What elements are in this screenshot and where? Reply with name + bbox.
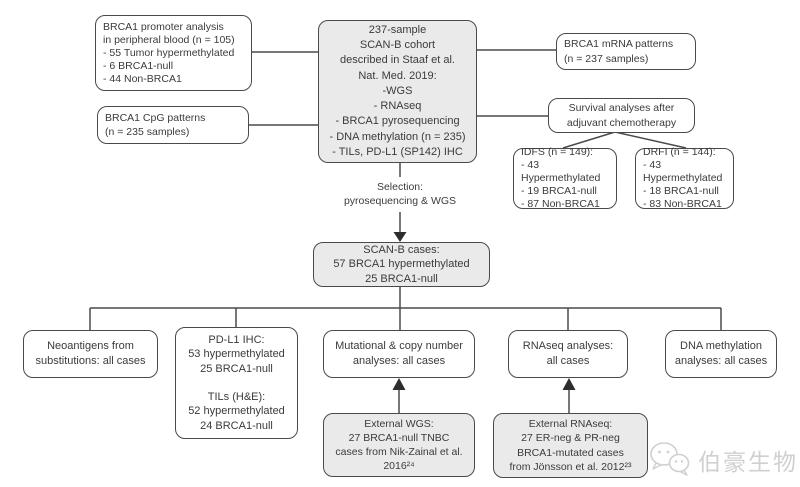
text-line: - 87 Non-BRCA1	[521, 198, 600, 210]
text-line: - 43 Hypermethylated	[521, 159, 601, 184]
text-line: (n = 235 samples)	[105, 126, 190, 138]
text-line: Mutational & copy number	[335, 339, 463, 352]
text-line: External WGS:	[364, 417, 434, 430]
text-line: Selection:	[376, 181, 424, 193]
wechat-logo-icon	[650, 442, 690, 476]
text-line: 237-sample	[368, 23, 427, 36]
text-line: DRFI (n = 144):	[643, 146, 716, 158]
connector-selection-to-scanb	[393, 212, 407, 242]
node-idfs: IDFS (n = 149):- 43 Hypermethylated- 19 …	[513, 146, 617, 210]
text-line: - 43 Hypermethylated	[643, 159, 723, 184]
text-line: 27 BRCA1-null TNBC	[348, 431, 450, 444]
text-line: DNA methylation	[680, 339, 762, 352]
text-line: SCAN-B cohort	[359, 38, 436, 51]
node-drfi: DRFI (n = 144):- 43 Hypermethylated- 18 …	[635, 146, 734, 210]
text-line: from Jönsson et al. 2012²³	[509, 460, 632, 473]
connector-scanb-to-branches	[89, 287, 722, 330]
text-line: - TILs, PD-L1 (SP142) IHC	[332, 146, 463, 159]
text-line: - 44 Non-BRCA1	[103, 72, 182, 85]
node-rnaseq-analyses: RNAseq analyses: all cases	[508, 330, 628, 378]
text-line: substitutions: all cases	[35, 355, 146, 367]
text-line: -WGS	[382, 84, 413, 97]
connector-extrnaseq-to-rnaseq	[562, 378, 576, 413]
text-line: analyses: all cases	[352, 355, 446, 367]
text-line: - BRCA1 pyrosequencing	[335, 115, 460, 128]
text-line: - RNAseq	[373, 100, 422, 113]
text-line: - 6 BRCA1-null	[103, 59, 174, 72]
text-line: 24 BRCA1-null	[200, 419, 273, 432]
text-line: BRCA1-mutated cases	[517, 446, 624, 459]
text-line: cases from Nik-Zainal et al.	[335, 446, 463, 458]
watermark-text: 伯豪生物	[698, 449, 798, 475]
text-line: - 19 BRCA1-null	[521, 185, 597, 197]
text-line: described in Staaf et al.	[340, 54, 455, 67]
text-line: - 18 BRCA1-null	[643, 185, 719, 197]
text-line: 25 BRCA1-null	[365, 272, 438, 285]
text-line: pyrosequencing & WGS	[343, 195, 457, 207]
node-mutational-copy-number: Mutational & copy number analyses: all ca…	[323, 330, 475, 378]
text-line: BRCA1 CpG patterns	[105, 111, 206, 124]
arrowhead-up-icon	[392, 378, 406, 390]
text-line: SCAN-B cases:	[363, 244, 440, 257]
connector-extwgs-to-mutational	[392, 378, 406, 413]
text-line: adjuvant chemotherapy	[566, 116, 677, 129]
text-line: IDFS (n = 149):	[521, 146, 594, 158]
node-brca1-cpg-patterns: BRCA1 CpG patterns (n = 235 samples)	[97, 106, 249, 144]
node-neoantigens: Neoantigens from substitutions: all cases	[23, 330, 158, 378]
text-line: TILs (H&E):	[207, 391, 266, 404]
text-line: - DNA methylation (n = 235)	[329, 130, 466, 143]
watermark: 伯豪生物	[648, 438, 798, 482]
text-line: analyses: all cases	[674, 355, 768, 367]
connector-survival-to-idfs	[562, 131, 616, 149]
text-line: 53 hypermethylated	[188, 348, 285, 361]
text-line: PD-L1 IHC:	[208, 334, 265, 347]
arrowhead-up-icon	[562, 378, 576, 390]
text-line: Nat. Med. 2019:	[358, 69, 437, 82]
node-brca1-mrna-patterns: BRCA1 mRNA patterns(n = 237 samples)	[556, 33, 696, 70]
text-line: Neoantigens from	[47, 339, 134, 352]
text-line: 57 BRCA1 hypermethylated	[333, 258, 470, 271]
arrowhead-down-icon	[393, 232, 407, 242]
text-line: External RNAseq:	[528, 418, 613, 431]
text-line: BRCA1 promoter analysis	[103, 20, 224, 33]
text-line: 27 ER-neg & PR-neg	[521, 432, 620, 445]
text-line: 2016²⁴	[383, 460, 415, 473]
text-line: - 55 Tumor hypermethylated	[103, 46, 235, 59]
text-line: BRCA1 mRNA patterns	[564, 38, 674, 51]
text-line: all cases	[546, 355, 590, 367]
text-line: 25 BRCA1-null	[200, 362, 273, 375]
text-line	[235, 376, 238, 390]
text-line: Survival analyses after	[568, 102, 675, 115]
node-external-wgs: External WGS:27 BRCA1-null TNBC cases fro…	[323, 413, 475, 477]
node-dna-methylation-analyses: DNA methylation analyses: all cases	[665, 330, 777, 378]
text-line: 52 hypermethylated	[188, 405, 285, 418]
label-selection: Selection: pyrosequencing & WGS	[300, 180, 500, 208]
text-line: in peripheral blood (n = 105)	[103, 33, 235, 46]
connector-survival-to-drfi	[614, 131, 687, 149]
text-line: RNAseq analyses:	[522, 339, 614, 352]
text-line: - 83 Non-BRCA1	[643, 198, 722, 210]
text-line: (n = 237 samples)	[564, 52, 649, 65]
